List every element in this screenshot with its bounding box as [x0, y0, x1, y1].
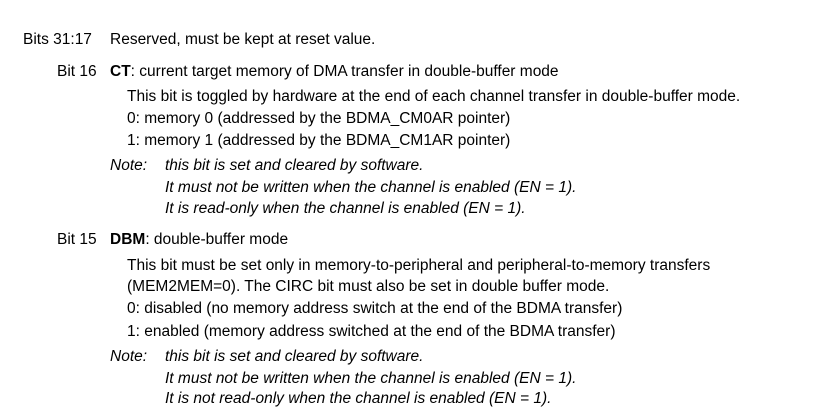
bit16-note-label: Note:: [110, 157, 148, 174]
bit16-note-line-1: this bit is set and cleared by software.: [165, 157, 424, 174]
bit16-note-line-3: It is read-only when the channel is enab…: [165, 200, 526, 217]
bit15-value-1: 1: enabled (memory address switched at t…: [127, 323, 616, 340]
bit15-title: DBM: double-buffer mode: [110, 230, 288, 250]
bit15-note-label: Note:: [110, 348, 148, 365]
bit15-description-line-2: (MEM2MEM=0). The CIRC bit must also be s…: [127, 278, 610, 295]
bit16-title: CT: current target memory of DMA transfe…: [110, 62, 559, 82]
bit15-note-line-1: this bit is set and cleared by software.: [165, 348, 424, 365]
bit16-value-0: 0: memory 0 (addressed by the BDMA_CM0AR…: [127, 110, 511, 127]
reserved-bits-label: Bits 31:17: [23, 31, 92, 48]
bit16-label: Bit 16: [57, 63, 97, 80]
bit15-description-line-1: This bit must be set only in memory-to-p…: [127, 257, 711, 274]
bit15-value-0: 0: disabled (no memory address switch at…: [127, 300, 623, 317]
reserved-bits-text: Reserved, must be kept at reset value.: [110, 31, 376, 48]
bit16-note-line-2: It must not be written when the channel …: [165, 179, 577, 196]
bit15-field-title: : double-buffer mode: [145, 231, 289, 248]
bit16-field-name: CT: [110, 63, 131, 80]
bit15-field-name: DBM: [110, 231, 146, 248]
bit16-value-1: 1: memory 1 (addressed by the BDMA_CM1AR…: [127, 132, 511, 149]
bit15-note-line-3: It is not read-only when the channel is …: [165, 390, 552, 407]
bit16-description: This bit is toggled by hardware at the e…: [127, 88, 741, 105]
bit15-label: Bit 15: [57, 231, 97, 248]
bit15-note-line-2: It must not be written when the channel …: [165, 370, 577, 387]
bit16-field-title: : current target memory of DMA transfer …: [130, 63, 559, 80]
